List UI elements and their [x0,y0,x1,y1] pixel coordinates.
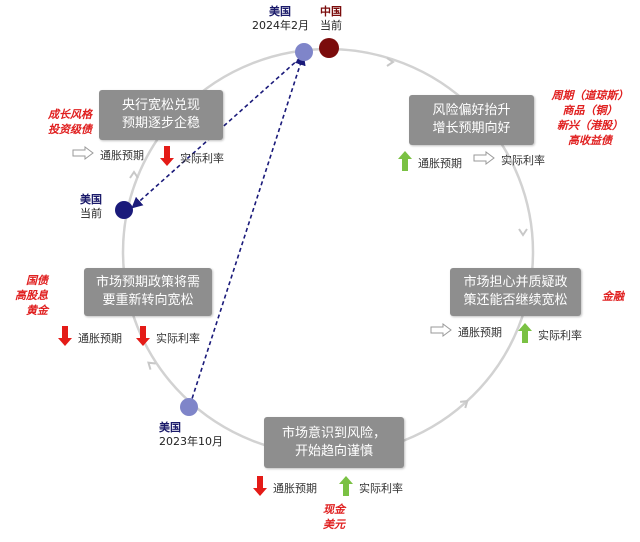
asset-label: 投资级债 [48,123,92,136]
us-feb2024-dot [295,43,313,61]
assets-bottom: 现金 美元 [318,502,350,532]
arrow-icon [473,151,495,168]
indicator-label: 通胀预期 [418,156,462,170]
indicator-real-rate: 实际利率 [473,151,545,168]
indicator-real-rate: 实际利率 [160,146,224,169]
asset-label: 周期（道琼斯） [551,89,629,102]
chevron-icon [386,57,395,67]
marker-date: 2023年10月 [159,435,223,448]
stage-text: 风险偏好抬升 [432,103,511,118]
assets-top-left: 成长风格 投资级债 [48,107,92,137]
indicator-label: 实际利率 [538,328,582,342]
arrow-icon [160,146,174,169]
stage-text: 策还能否继续宽松 [463,293,568,308]
marker-date: 当前 [80,207,102,220]
arrow-icon [136,326,150,349]
chevron-icon [147,361,156,370]
asset-label: 国债 [26,274,48,287]
asset-label: 成长风格 [48,108,92,121]
us-oct2023-dot [180,398,198,416]
arrow-icon [398,151,412,174]
arrow-icon [518,323,532,346]
asset-label: 高股息 [15,289,48,302]
arrow-icon [253,476,267,499]
indicator-label: 通胀预期 [100,148,144,162]
china-now-dot [319,38,339,58]
stage-text: 央行宽松兑现 [121,98,200,113]
marker-label-us-oct2023: 美国 2023年10月 [159,421,223,449]
indicator-label: 实际利率 [359,481,403,495]
indicator-inflation: 通胀预期 [253,476,317,499]
marker-date: 当前 [320,19,342,32]
asset-label: 新兴（港股） [557,119,623,132]
marker-country: 美国 [80,193,102,206]
asset-label: 高收益债 [568,134,612,147]
stage-text: 增长预期向好 [432,121,511,136]
arrow-icon [339,476,353,499]
stage-text: 市场预期政策将需 [95,275,200,290]
indicator-inflation: 通胀预期 [58,326,122,349]
us-now-dot [115,201,133,219]
asset-label: 美元 [323,518,345,531]
asset-label: 现金 [323,503,345,516]
assets-left: 国债 高股息 黄金 [15,273,48,318]
asset-label: 商品（铜） [562,104,618,117]
indicator-inflation: 通胀预期 [72,146,144,163]
chevron-icon [129,170,139,179]
stage-box-bottom: 市场意识到风险， 开始趋向谨慎 [264,417,404,468]
stage-text: 市场意识到风险， [281,425,386,441]
arrow-icon [430,323,452,340]
arrow-icon [72,146,94,163]
indicator-label: 通胀预期 [273,481,317,495]
indicator-real-rate: 实际利率 [136,326,200,349]
indicator-real-rate: 实际利率 [518,323,582,346]
marker-date: 2024年2月 [252,19,309,32]
indicator-inflation: 通胀预期 [398,151,462,174]
chevron-icon [518,228,528,237]
stage-box-top-left: 央行宽松兑现预期逐步企稳 [99,90,223,140]
marker-country: 美国 [159,421,181,434]
indicator-label: 实际利率 [156,331,200,345]
indicator-label: 通胀预期 [78,331,122,345]
marker-country: 中国 [320,5,342,18]
stage-box-left: 市场预期政策将需要重新转向宽松 [84,268,212,316]
stage-text: 预期逐步企稳 [121,116,200,131]
trajectory-oct2023-to-feb2024 [189,53,306,406]
asset-label: 黄金 [26,304,48,317]
asset-label: 金融 [602,290,624,303]
marker-label-china-now: 中国 当前 [318,5,344,33]
marker-label-us-feb2024: 美国 2024年2月 [252,5,309,33]
marker-country: 美国 [269,5,291,18]
direction-chevrons [129,57,528,409]
stage-text: 开始趋向谨慎 [294,443,373,459]
stage-text: 要重新转向宽松 [102,293,194,308]
indicator-label: 通胀预期 [458,325,502,339]
indicator-inflation: 通胀预期 [430,323,502,340]
assets-right: 金融 [602,289,624,304]
marker-label-us-now: 美国 当前 [80,193,102,221]
arrow-icon [58,326,72,349]
trajectory-feb2024-to-now [131,57,301,209]
indicator-label: 实际利率 [501,153,545,167]
indicator-real-rate: 实际利率 [339,476,403,499]
chevron-icon [460,399,469,409]
assets-top-right: 周期（道琼斯） 商品（铜） 新兴（港股） 高收益债 [540,88,640,148]
stage-box-top-right: 风险偏好抬升增长预期向好 [409,95,534,145]
stage-text: 市场担心并质疑政 [463,275,568,290]
indicator-label: 实际利率 [180,151,224,165]
stage-box-right: 市场担心并质疑政策还能否继续宽松 [450,268,581,316]
